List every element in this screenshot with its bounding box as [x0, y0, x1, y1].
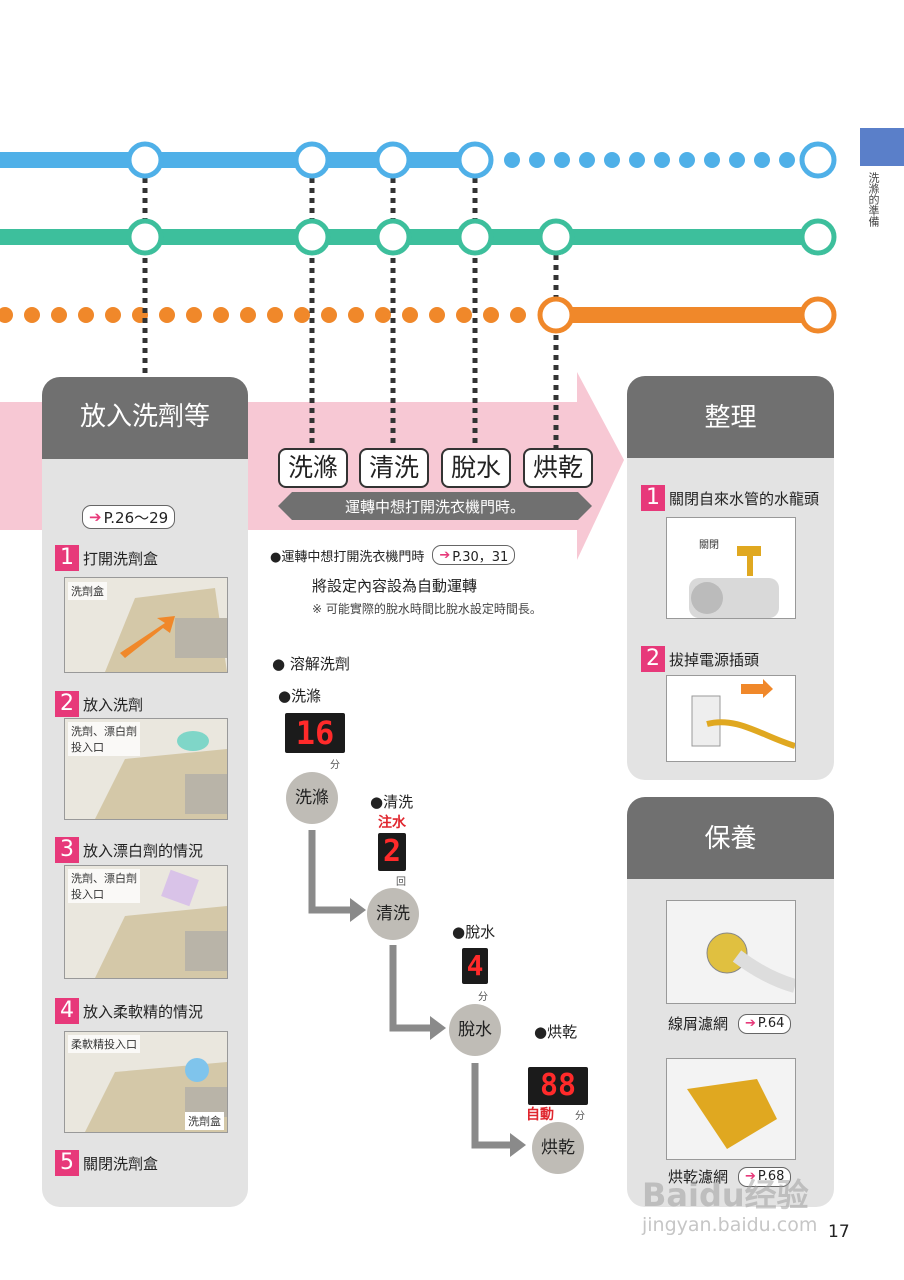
spin-display: 4: [462, 948, 488, 984]
dry-filter-row: 烘乾濾網 ➔P.68: [668, 1166, 792, 1187]
mode-spin: 脫水: [441, 448, 511, 488]
prep-ref-link[interactable]: ➔P.26～29: [82, 505, 176, 529]
dry-stage-label: ●烘乾: [534, 1023, 578, 1041]
blue-dots: [504, 152, 795, 168]
dry-filter-ref-link[interactable]: ➔P.68: [738, 1166, 792, 1187]
spin-stage-label: ●脫水: [452, 923, 496, 941]
add-bleach-label: 洗劑、漂白劑 投入口: [68, 869, 140, 903]
arrow-right-icon: ➔: [745, 1169, 756, 1184]
page-number: 17: [828, 1222, 850, 1242]
wash-button[interactable]: 洗滌: [286, 772, 338, 824]
rinse-button[interactable]: 清洗: [367, 888, 419, 940]
rinse-fill-label: 注水: [378, 815, 406, 831]
dry-filter-illustration: [666, 1058, 796, 1160]
dry-button[interactable]: 烘乾: [532, 1122, 584, 1174]
chapter-tab: [860, 128, 904, 166]
add-detergent-label: 洗劑、漂白劑 投入口: [68, 722, 140, 756]
wash-unit: 分: [330, 760, 340, 771]
auto-sub-note: ※ 可能實際的脫水時間比脫水設定時間長。: [312, 602, 542, 616]
lint-filter-row: 線屑濾網 ➔P.64: [668, 1013, 792, 1034]
arrow-right-icon: ➔: [745, 1016, 756, 1031]
detergent-box-illustration: 洗劑盒: [64, 577, 228, 673]
mode-dry: 烘乾: [523, 448, 593, 488]
spin-unit: 分: [478, 992, 488, 1003]
spin-button[interactable]: 脫水: [449, 1004, 501, 1056]
orange-dots: [0, 307, 526, 323]
rinse-stage-label: ●清洗: [370, 793, 414, 811]
prep-panel-title: 放入洗劑等: [42, 377, 248, 459]
rinse-unit: 回: [396, 877, 406, 888]
unplug-illustration: [666, 675, 796, 762]
close-label: 關閉: [699, 540, 719, 551]
auto-note: 將設定內容設為自動運轉: [312, 577, 478, 595]
dry-unit: 分: [575, 1111, 585, 1122]
dissolve-label: ● 溶解洗劑: [272, 655, 350, 673]
door-note: ●運轉中想打開洗衣機門時 ➔P.30，31: [270, 545, 516, 565]
softener-inlet-label: 柔軟精投入口: [68, 1035, 140, 1053]
arrow-right-icon: ➔: [439, 547, 451, 563]
timeline-nodes: [126, 141, 837, 334]
door-banner-shape: [278, 492, 592, 520]
faucet-illustration: 關閉: [666, 517, 796, 619]
add-detergent-illustration: 洗劑、漂白劑 投入口: [64, 718, 228, 820]
wash-stage-label: ●洗滌: [278, 687, 322, 705]
watermark-url: jingyan.baidu.com: [642, 1214, 818, 1236]
arrow-right-icon: ➔: [89, 508, 102, 526]
wash-display: 16: [285, 713, 345, 753]
detergent-box-label-2: 洗劑盒: [185, 1112, 224, 1130]
add-softener-illustration: 柔軟精投入口 洗劑盒: [64, 1031, 228, 1133]
mode-rinse: 清洗: [359, 448, 429, 488]
lint-filter-illustration: [666, 900, 796, 1004]
detergent-box-label: 洗劑盒: [68, 582, 107, 600]
watermark-logo: Baidu经验: [642, 1176, 809, 1214]
care-panel-title: 保養: [627, 797, 834, 879]
mode-wash: 洗滌: [278, 448, 348, 488]
door-ref-link[interactable]: ➔P.30，31: [432, 545, 516, 565]
dry-auto-label: 自動: [526, 1107, 554, 1123]
flow-arrows: [308, 830, 510, 1149]
add-bleach-illustration: 洗劑、漂白劑 投入口: [64, 865, 228, 979]
dry-display: 88: [528, 1067, 588, 1105]
tidy-panel-title: 整理: [627, 376, 834, 458]
lint-filter-ref-link[interactable]: ➔P.64: [738, 1013, 792, 1034]
door-banner-text: 運轉中想打開洗衣機門時。: [344, 498, 525, 516]
rinse-display: 2: [378, 833, 406, 871]
chapter-label: 洗滌的準備: [867, 172, 880, 227]
